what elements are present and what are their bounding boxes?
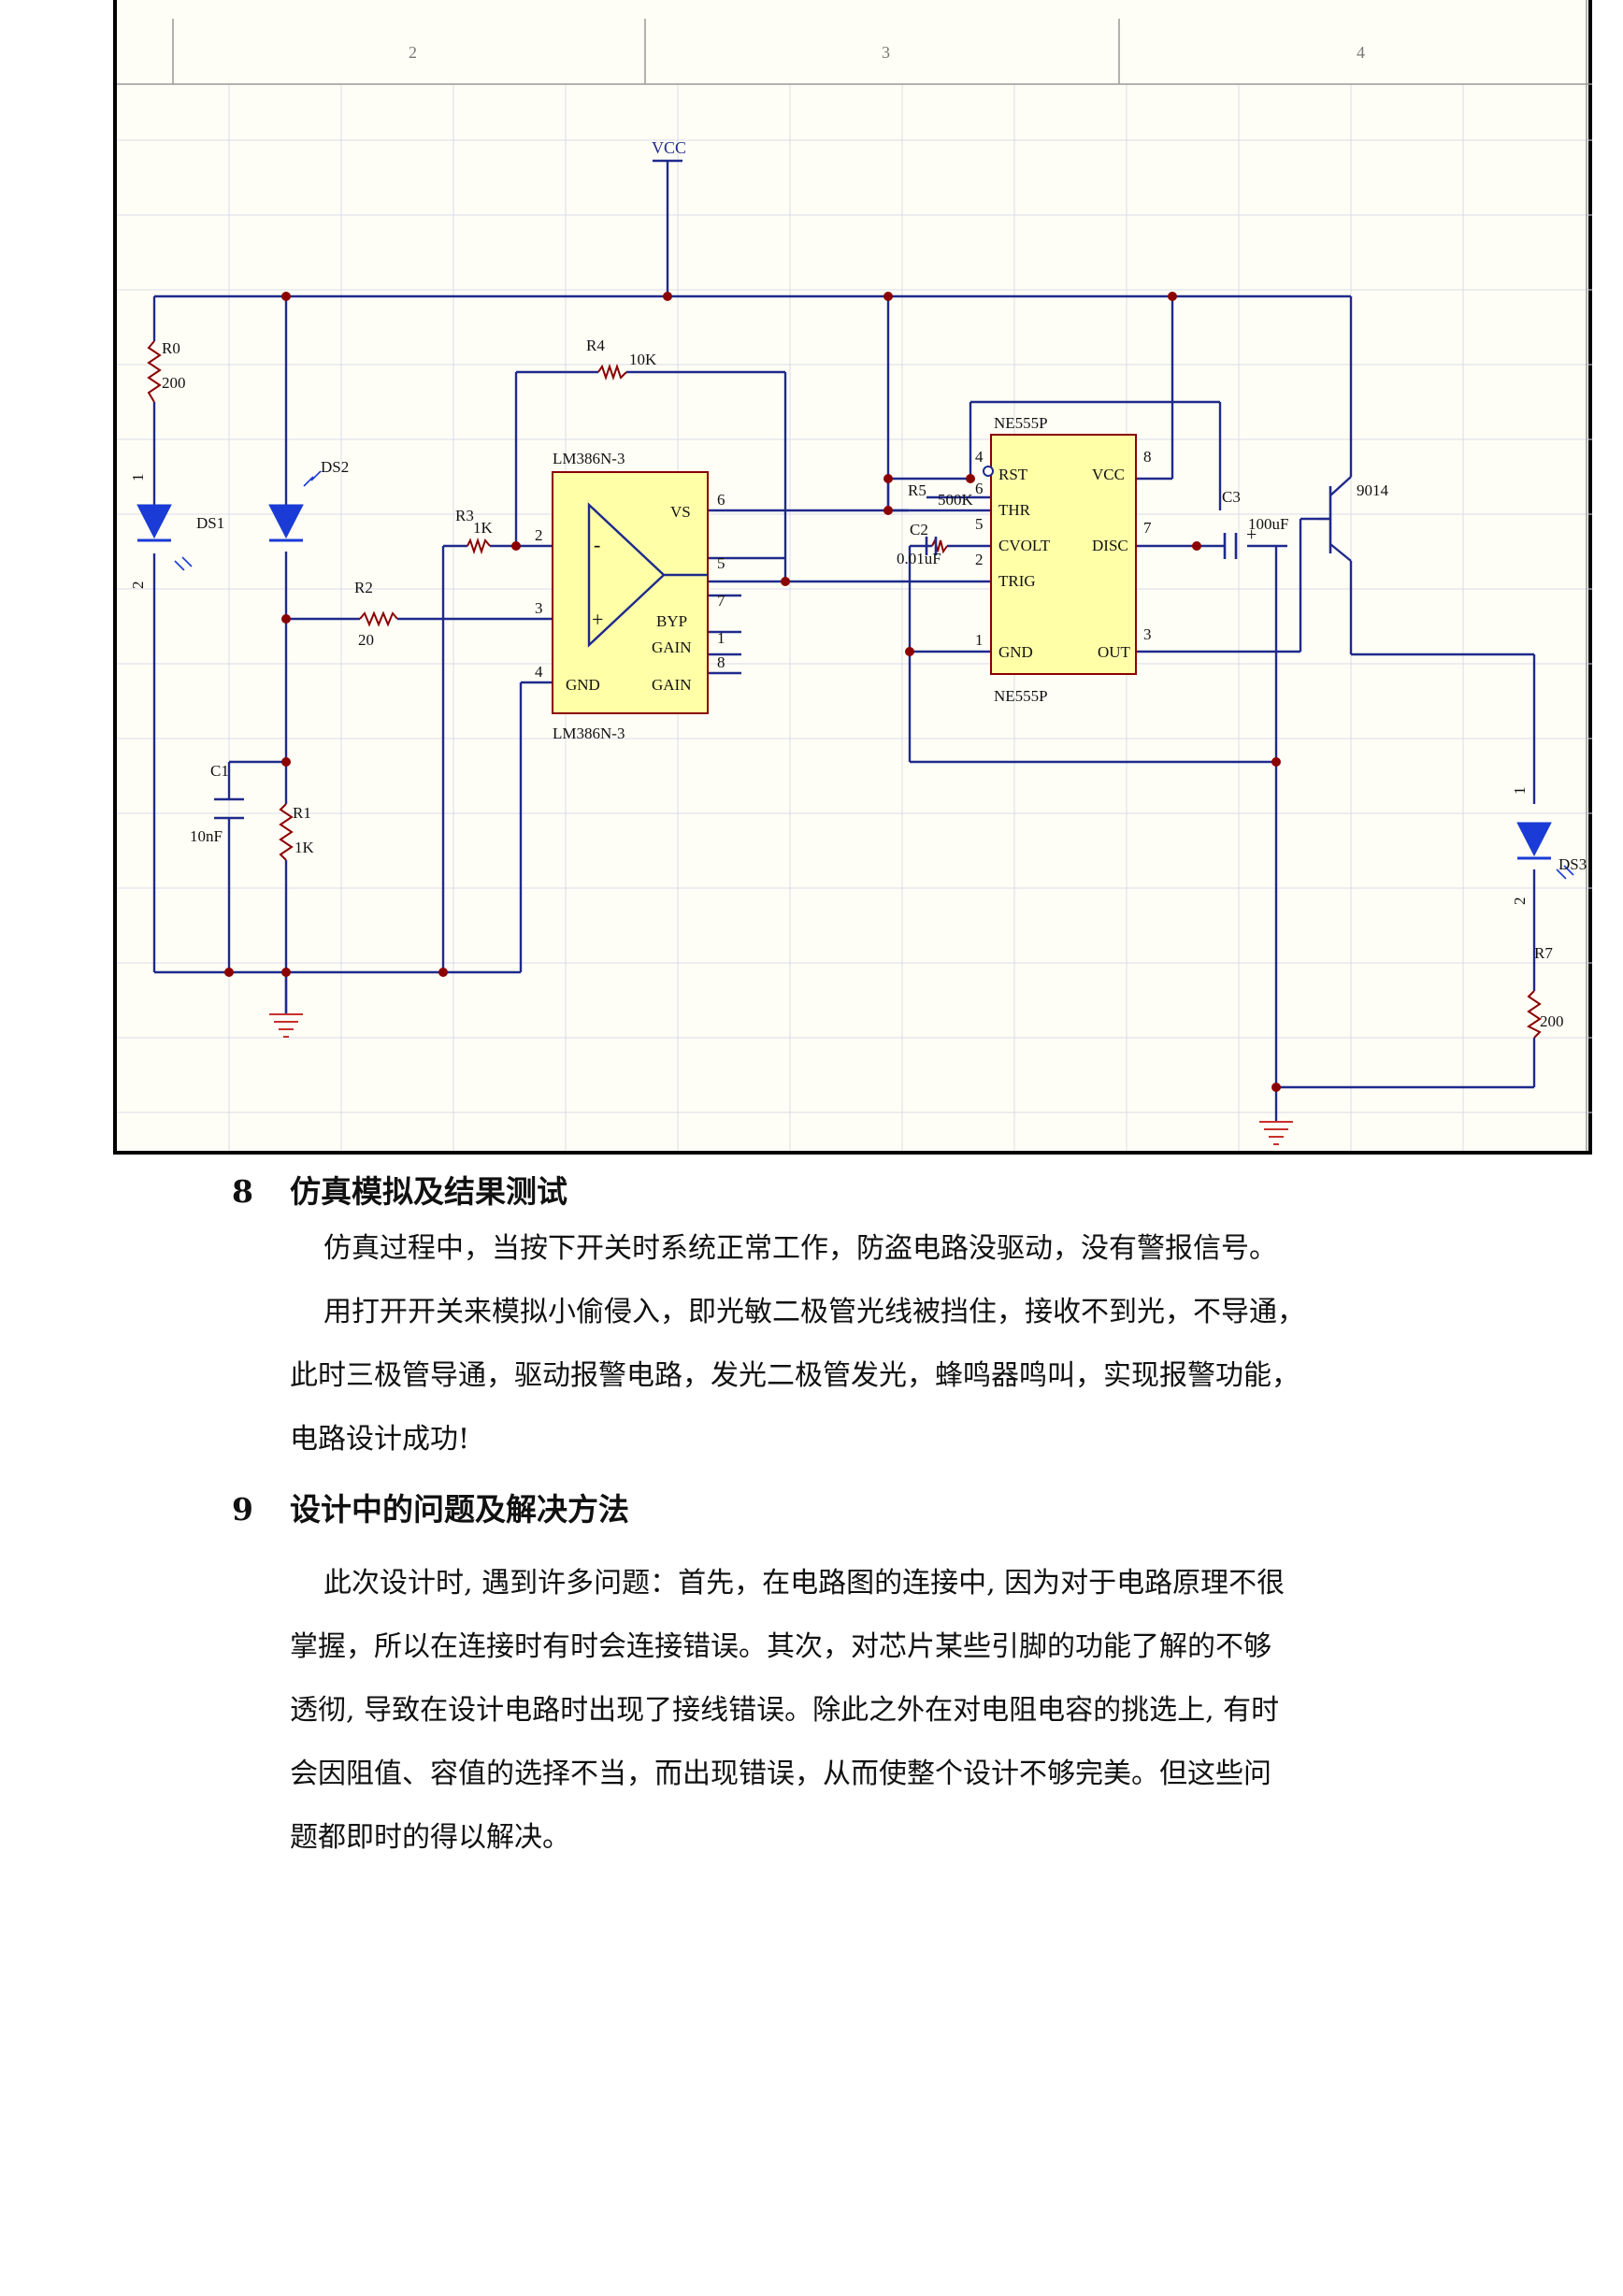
ne555-body: [990, 434, 1137, 675]
c3-ref: C3: [1222, 488, 1241, 506]
lm386-pinnum-8: 8: [717, 653, 725, 671]
ne555-name-top: NE555P: [994, 414, 1048, 432]
ds1-pin-2: 2: [129, 581, 147, 590]
lm386-pin-gnd: GND: [566, 676, 600, 694]
section-8-title: 仿真模拟及结果测试: [290, 1173, 567, 1210]
lm386-pin-byp: BYP: [656, 612, 687, 630]
sheet-border: [117, 0, 1592, 1151]
section-8-heading: 8 仿真模拟及结果测试: [232, 1167, 567, 1212]
opamp-minus: -: [594, 533, 600, 556]
r3-value: 1K: [473, 519, 494, 537]
grid-col-2: 2: [409, 43, 417, 62]
r4-value: 10K: [629, 351, 657, 368]
ne555-pinnum-2: 2: [975, 551, 984, 568]
capacitor-symbols: [214, 533, 1238, 820]
lm386-pin-vs: VS: [670, 503, 691, 521]
lm386-pinnum-6: 6: [717, 491, 725, 509]
lm386-name-top: LM386N-3: [553, 450, 625, 467]
r1-ref: R1: [293, 804, 311, 822]
section-9-line-1: 此次设计时, 遇到许多问题：首先，在电路图的连接中, 因为对于电路原理不很: [323, 1567, 1285, 1600]
r2-value: 20: [358, 631, 374, 649]
ne555-pin-out: OUT: [1098, 643, 1131, 661]
section-8-paragraph-1: 仿真过程中，当按下开关时系统正常工作，防盗电路没驱动，没有警报信号。: [323, 1232, 1277, 1265]
opamp-plus: +: [592, 608, 603, 631]
c3-value: 100uF: [1248, 515, 1288, 533]
c1-value: 10nF: [190, 827, 223, 845]
c2-value: 0.01uF: [897, 550, 941, 567]
lm386-pinnum-3: 3: [535, 599, 543, 617]
r4-ref: R4: [586, 337, 605, 354]
ne555-pinnum-1: 1: [975, 631, 984, 649]
transistor-symbol: [1318, 486, 1332, 553]
section-8-paragraph-2-line-3: 电路设计成功!: [290, 1423, 470, 1456]
ds3-pin-1: 1: [1511, 787, 1529, 796]
c2-ref: C2: [910, 521, 928, 538]
lm386-name-bottom: LM386N-3: [553, 725, 625, 742]
lm386-pin-gain2: GAIN: [652, 676, 692, 694]
c1-ref: C1: [210, 762, 229, 780]
grid-col-3: 3: [882, 43, 890, 62]
lm386-pinnum-4: 4: [535, 663, 543, 681]
ne555-pin-thr: THR: [998, 501, 1031, 519]
opamp-triangle: [587, 502, 666, 648]
ne555-pinnum-6: 6: [975, 480, 984, 497]
ne555-pin-vcc: VCC: [1092, 466, 1125, 483]
section-9-line-3: 透彻, 导致在设计电路时出现了接线错误。除此之外在对电阻电容的挑选上, 有时: [290, 1694, 1280, 1727]
section-9-line-2: 掌握，所以在连接时有时会连接错误。其次，对芯片某些引脚的功能了解的不够: [290, 1630, 1271, 1663]
ne555-pinnum-4: 4: [975, 448, 984, 466]
r2-ref: R2: [354, 579, 373, 596]
ne555-pin-gnd: GND: [998, 643, 1033, 661]
grid-col-4: 4: [1357, 43, 1365, 62]
r1-value: 1K: [294, 839, 315, 856]
ne555-pinnum-5: 5: [975, 515, 984, 533]
r7-ref: R7: [1534, 944, 1553, 962]
ne555-pinnum-8: 8: [1143, 448, 1152, 466]
lm386-pinnum-1: 1: [717, 629, 725, 647]
led-symbols: [136, 470, 1574, 880]
lm386-pinnum-7: 7: [717, 592, 725, 610]
section-9-line-4: 会因阻值、容值的选择不当，而出现错误，从而使整个设计不够完美。但这些问: [290, 1758, 1271, 1790]
ne555-pin-trig: TRIG: [998, 572, 1036, 590]
lm386-pinnum-5: 5: [717, 554, 725, 572]
section-8-paragraph-2-line-2: 此时三极管导通，驱动报警电路，发光二极管发光，蜂鸣器鸣叫，实现报警功能，: [290, 1359, 1300, 1392]
section-9-number: 9: [232, 1491, 253, 1528]
resistor-symbols: [147, 340, 1542, 1039]
ds1-ref: DS1: [196, 514, 224, 532]
r5-ref: R5: [908, 481, 926, 499]
ground-symbols: [269, 1013, 1293, 1145]
section-9-heading: 9 设计中的问题及解决方法: [232, 1485, 629, 1529]
q1-value: 9014: [1357, 481, 1389, 499]
ne555-pin-rst: RST: [998, 466, 1028, 483]
ds3-pin-2: 2: [1511, 897, 1529, 906]
lm386-pinnum-2: 2: [535, 526, 543, 544]
r0-ref: R0: [162, 339, 180, 357]
grid-lines: [117, 84, 1592, 1151]
section-9-title: 设计中的问题及解决方法: [290, 1491, 629, 1528]
junction-dots: [224, 292, 1281, 1092]
r5-value: 500K: [938, 491, 974, 509]
ne555-pin-cvolt: CVOLT: [998, 537, 1051, 554]
r3-ref: R3: [455, 507, 474, 524]
ne555-pinnum-3: 3: [1143, 625, 1152, 643]
lm386-pin-gain1: GAIN: [652, 639, 692, 656]
section-9-line-5: 题都即时的得以解决。: [290, 1821, 570, 1854]
ne555-pin-disc: DISC: [1092, 537, 1128, 554]
c3-polarity: +: [1246, 524, 1257, 545]
ds3-ref: DS3: [1558, 855, 1587, 873]
r0-value: 200: [162, 374, 186, 392]
ds1-pin-1: 1: [129, 474, 147, 482]
r7-value: 200: [1540, 1012, 1564, 1030]
section-8-paragraph-2-line-1: 用打开开关来模拟小偷侵入，即光敏二极管光线被挡住，接收不到光，不导通，: [323, 1296, 1305, 1328]
ne555-name-bottom: NE555P: [994, 687, 1048, 705]
ne555-pinnum-7: 7: [1143, 519, 1152, 537]
ds2-ref: DS2: [321, 458, 349, 476]
circuit-schematic: 2 3 4: [113, 0, 1592, 1155]
lm386-body: [552, 471, 709, 714]
vcc-label: VCC: [652, 138, 686, 157]
section-8-number: 8: [232, 1173, 253, 1210]
